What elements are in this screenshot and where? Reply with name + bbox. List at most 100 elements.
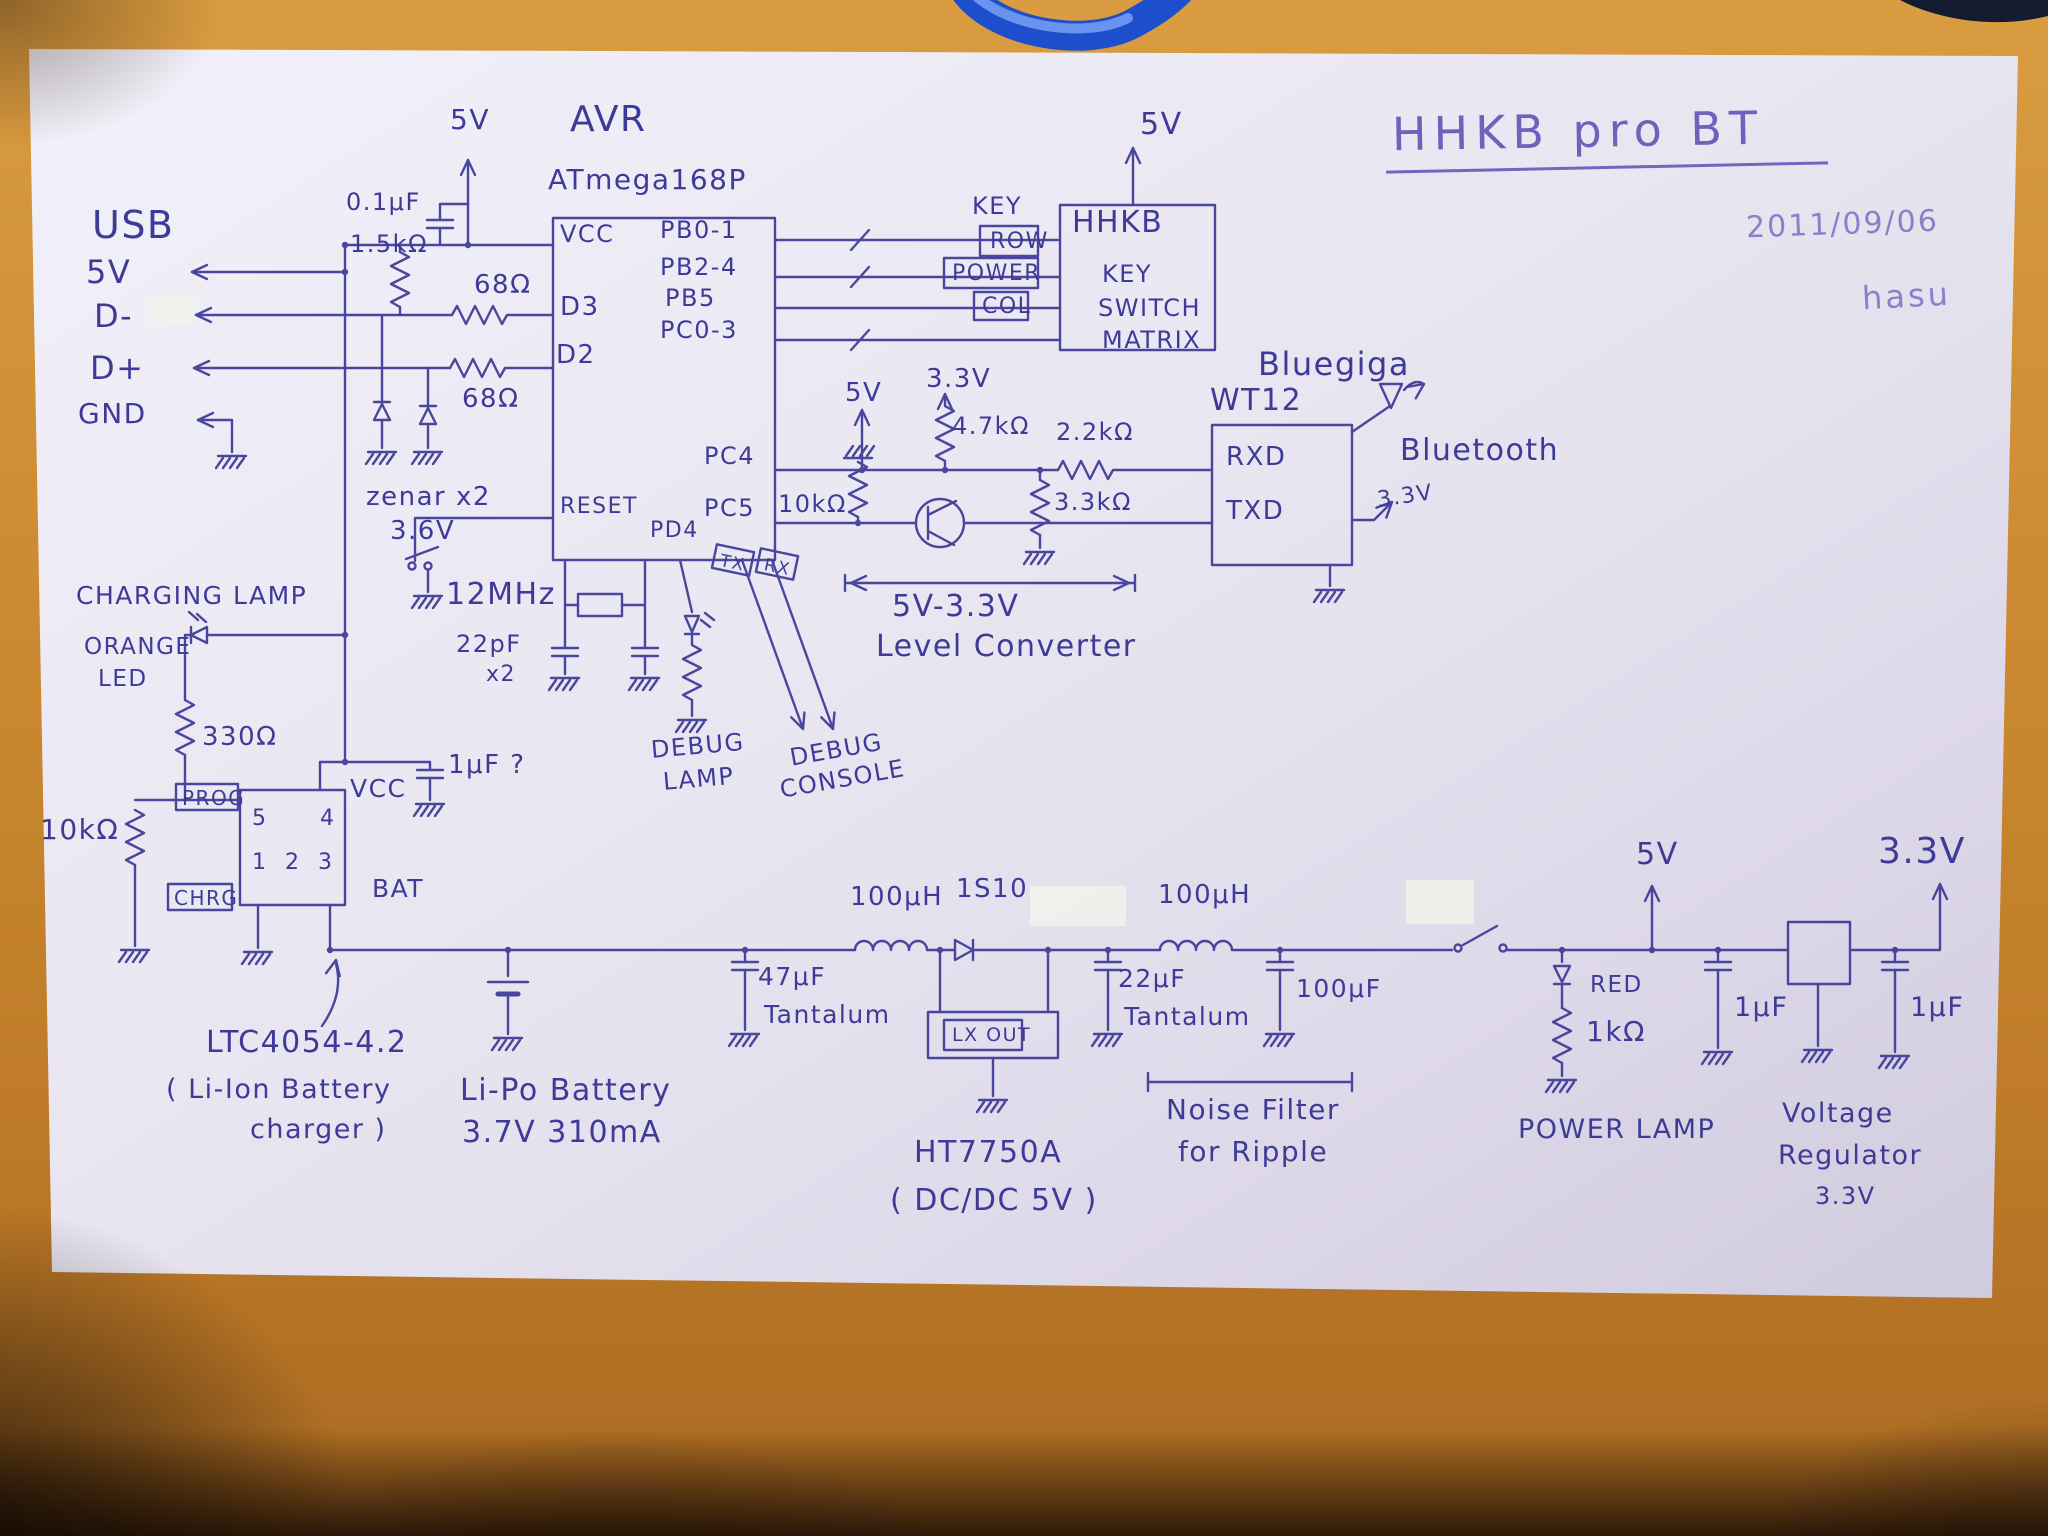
label-usb-5v: 5V (86, 253, 132, 291)
label-chg-bat: BAT (372, 874, 425, 903)
label-out-5v: 5V (1636, 837, 1679, 872)
label-xtal-22pf: 22pF (456, 630, 522, 658)
label-usb-d-plus: D+ (90, 349, 145, 387)
label-lc-2k2: 2.2kΩ (1056, 418, 1134, 446)
label-dbg-lamp-1: DEBUG (649, 727, 746, 764)
label-pin-vcc: VCC (560, 220, 615, 248)
label-pin-d2: D2 (556, 340, 596, 370)
label-bluetooth: Bluetooth (1400, 433, 1560, 468)
label-ind-100uh-2: 100μH (1158, 880, 1252, 910)
label-lc-5v: 5V (845, 378, 883, 408)
label-lc-4k7: 4.7kΩ (952, 412, 1030, 440)
label-hhkb-5v: 5V (1140, 107, 1183, 142)
label-cap-22uf: 22μF (1118, 964, 1187, 993)
label-hhkb-name: HHKB (1072, 205, 1164, 240)
label-res-1r5k: 1.5kΩ (350, 230, 428, 258)
schematic-author: hasu (1861, 274, 1952, 318)
label-chg-prog: PROG (182, 786, 246, 810)
label-pin-pd4: PD4 (650, 518, 699, 543)
label-cap-1uf-q: 1μF ? (448, 750, 526, 780)
label-avr-part: ATmega168P (548, 163, 747, 196)
label-bat-spec: 3.7V 310mA (462, 1115, 662, 1150)
label-hhkb-matrix: MATRIX (1102, 326, 1202, 354)
label-vreg-3: 3.3V (1815, 1182, 1876, 1210)
label-lc-3k3: 3.3kΩ (1054, 488, 1132, 516)
label-avr-5v: 5V (450, 103, 490, 136)
label-pin-pb01: PB0-1 (660, 216, 738, 244)
label-chg-desc2: charger ) (250, 1114, 387, 1145)
label-noise-2: for Ripple (1178, 1135, 1329, 1168)
label-chg-pin3: 3 (318, 850, 334, 875)
schematic-title: HHKB pro BT (1391, 100, 1765, 162)
label-led-red: RED (1590, 972, 1643, 998)
label-res-10k: 10kΩ (40, 813, 120, 846)
label-chg-chrg: CHRG (174, 886, 239, 910)
label-out-3v3: 3.3V (1878, 831, 1966, 872)
label-cap-47uf: 47μF (758, 962, 827, 991)
label-res-68-2: 68Ω (462, 384, 520, 414)
schematic-date: 2011/09/06 (1745, 203, 1940, 246)
label-cap-47uf-t: Tantalum (764, 1000, 891, 1029)
label-lc-name: Level Converter (876, 629, 1137, 664)
label-pin-d3: D3 (560, 292, 600, 322)
label-chg-pin4: 4 (320, 806, 336, 831)
label-xtal-12mhz: 12MHz (446, 577, 556, 612)
label-usb-d-minus: D- (94, 297, 134, 335)
label-wt12: WT12 (1210, 383, 1303, 418)
label-lc-10k: 10kΩ (778, 490, 847, 518)
label-pin-reset: RESET (560, 494, 638, 519)
label-chg-pin1: 1 (252, 850, 268, 875)
label-orange-led: LED (98, 666, 148, 692)
label-dbg-rx: RX (762, 555, 793, 581)
label-bat-name: Li-Po Battery (460, 1073, 672, 1108)
label-wt12-txd: TXD (1226, 496, 1285, 526)
label-chg-part: LTC4054-4.2 (206, 1025, 408, 1060)
label-noise-1: Noise Filter (1166, 1093, 1340, 1126)
label-hhkb-row: ROW (990, 229, 1049, 254)
label-hhkb-key2: KEY (1102, 260, 1153, 288)
label-cap-1uf-2: 1μF (1910, 992, 1965, 1023)
label-diode-1s10: 1S10 (956, 874, 1029, 904)
label-res-330: 330Ω (202, 722, 278, 752)
label-wt12-3v3: 3.3V (1375, 480, 1435, 513)
label-chg-desc1: ( Li-Ion Battery (166, 1074, 392, 1105)
label-dcdc-desc: ( DC/DC 5V ) (890, 1183, 1098, 1218)
label-orange: ORANGE (84, 634, 192, 660)
label-res-68-1: 68Ω (474, 270, 532, 300)
label-wt12-rxd: RXD (1226, 442, 1287, 472)
label-res-1k: 1kΩ (1586, 1015, 1646, 1048)
label-lc-3v3: 3.3V (926, 364, 992, 394)
label-ind-100uh-1: 100μH (850, 882, 944, 912)
label-zener-volt: 3.6V (390, 516, 456, 546)
label-vreg-2: Regulator (1778, 1140, 1923, 1171)
label-zener-name: zenar x2 (366, 482, 491, 512)
label-pin-pb5: PB5 (665, 284, 716, 312)
label-dbg-tx: TX (718, 551, 747, 576)
label-cap-100uf: 100μF (1296, 974, 1382, 1003)
label-xtal-x2: x2 (486, 662, 517, 687)
label-cap-1uf-1: 1μF (1734, 992, 1789, 1023)
label-chg-pin2: 2 (285, 850, 301, 875)
label-pin-pc5: PC5 (704, 494, 755, 522)
label-dcdc-part: HT7750A (914, 1135, 1063, 1170)
label-pin-pb24: PB2-4 (660, 253, 738, 281)
label-bluegiga: Bluegiga (1258, 345, 1410, 383)
label-dbg-lamp-2: LAMP (661, 761, 736, 796)
label-charging-lamp: CHARGING LAMP (76, 581, 308, 610)
label-hhkb-power: POWER (952, 261, 1042, 286)
label-chg-pin5: 5 (252, 806, 268, 831)
label-power-lamp: POWER LAMP (1518, 1114, 1716, 1145)
label-dcdc-lxout: LX OUT (952, 1024, 1032, 1046)
label-usb-gnd: GND (78, 397, 147, 430)
label-vreg-1: Voltage (1782, 1098, 1894, 1129)
label-cap-0r1uf: 0.1μF (346, 188, 421, 216)
label-pin-pc03: PC0-3 (660, 316, 738, 344)
label-avr-title: AVR (570, 99, 647, 140)
label-hhkb-key1: KEY (972, 192, 1023, 220)
label-usb-title: USB (92, 203, 175, 247)
label-chg-vcc: VCC (350, 774, 407, 803)
label-lc-range: 5V-3.3V (892, 589, 1020, 624)
